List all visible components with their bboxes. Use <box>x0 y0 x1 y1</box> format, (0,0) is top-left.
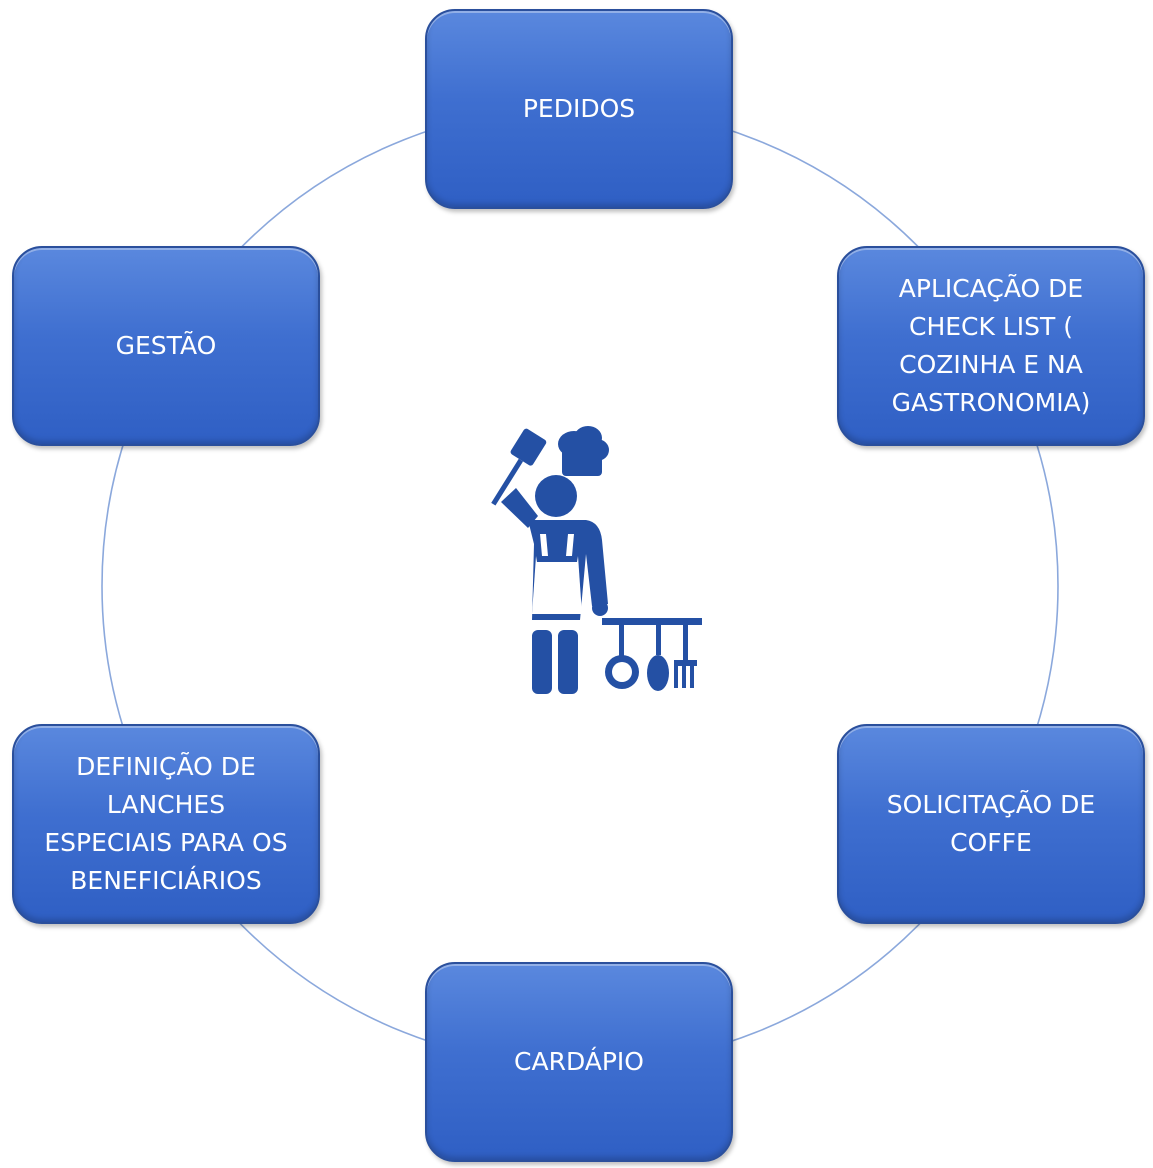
node-lanches-especiais[interactable]: DEFINIÇÃO DE LANCHES ESPECIAIS PARA OS B… <box>12 724 320 924</box>
node-check-list[interactable]: APLICAÇÃO DE CHECK LIST ( COZINHA E NA G… <box>837 246 1145 446</box>
chef-icon <box>491 426 702 694</box>
node-check-list-label: APLICAÇÃO DE CHECK LIST ( COZINHA E NA G… <box>891 274 1091 417</box>
node-pedidos[interactable]: PEDIDOS <box>425 9 733 209</box>
node-pedidos-label: PEDIDOS <box>522 94 636 123</box>
node-lanches-especiais-label: DEFINIÇÃO DE LANCHES ESPECIAIS PARA OS B… <box>44 752 288 895</box>
node-solicitacao-coffe[interactable]: SOLICITAÇÃO DE COFFE <box>837 724 1145 924</box>
node-gestao[interactable]: GESTÃO <box>12 246 320 446</box>
node-cardapio-label: CARDÁPIO <box>514 1047 644 1076</box>
node-cardapio[interactable]: CARDÁPIO <box>425 962 733 1162</box>
node-gestao-label: GESTÃO <box>115 331 217 360</box>
node-solicitacao-coffe-label: SOLICITAÇÃO DE COFFE <box>886 790 1096 857</box>
